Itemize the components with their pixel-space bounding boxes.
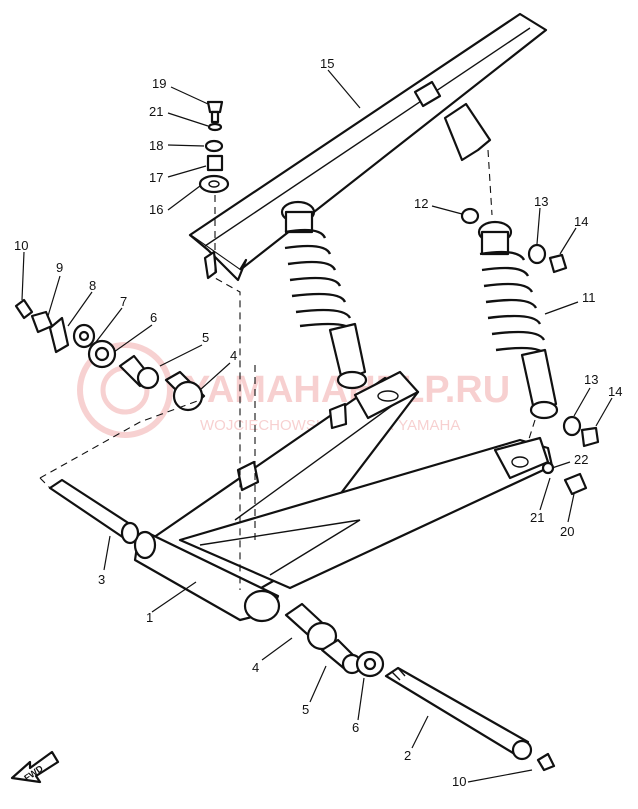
callout-18: 18 xyxy=(149,138,163,153)
callout-15: 15 xyxy=(320,56,334,71)
callout-8: 8 xyxy=(89,278,96,293)
callout-6-upper: 6 xyxy=(150,310,157,325)
watermark-logo-ring xyxy=(77,342,173,438)
left-shock-absorber xyxy=(280,200,368,390)
callout-4-upper: 4 xyxy=(230,348,237,363)
right-shock-absorber xyxy=(477,220,559,420)
left-shock-spring xyxy=(284,228,356,333)
callout-22: 22 xyxy=(574,452,588,467)
callout-7: 7 xyxy=(120,294,127,309)
swing-arm xyxy=(133,370,554,623)
callout-leaders xyxy=(21,69,613,783)
callout-11: 11 xyxy=(582,290,596,305)
callout-9: 9 xyxy=(56,260,63,275)
callout-10-lower: 10 xyxy=(452,774,466,789)
chain-case xyxy=(188,12,548,282)
right-shock-spring xyxy=(479,250,548,357)
callout-17: 17 xyxy=(149,170,163,185)
callout-13-upper: 13 xyxy=(534,194,548,209)
alignment-lines xyxy=(39,149,536,590)
callout-13-lower: 13 xyxy=(584,372,598,387)
watermark: YAMAHAHELP.RU WOJCIECHOWSKI DEALER YAMAH… xyxy=(77,342,510,438)
callout-21-lower: 21 xyxy=(530,510,544,525)
lower-pivot-parts xyxy=(284,602,556,772)
fwd-arrow: FWD xyxy=(10,750,60,783)
callout-1: 1 xyxy=(146,610,153,625)
callout-3: 3 xyxy=(98,572,105,587)
callout-14-upper: 14 xyxy=(574,214,588,229)
callout-10-upper: 10 xyxy=(14,238,28,253)
callout-5-lower: 5 xyxy=(302,702,309,717)
callout-19: 19 xyxy=(152,76,166,91)
callout-6-lower: 6 xyxy=(352,720,359,735)
callout-labels: 19 21 18 17 16 15 12 13 14 11 10 9 8 7 6… xyxy=(14,56,622,789)
callout-20: 20 xyxy=(560,524,574,539)
callout-21: 21 xyxy=(149,104,163,119)
top-mount-hardware xyxy=(198,100,230,194)
callout-4-lower: 4 xyxy=(252,660,259,675)
callout-12: 12 xyxy=(414,196,428,211)
callout-2: 2 xyxy=(404,748,411,763)
callout-14-lower: 14 xyxy=(608,384,622,399)
callout-5-upper: 5 xyxy=(202,330,209,345)
callout-16: 16 xyxy=(149,202,163,217)
left-pivot-parts xyxy=(14,298,206,545)
right-shock-hardware xyxy=(460,207,600,496)
